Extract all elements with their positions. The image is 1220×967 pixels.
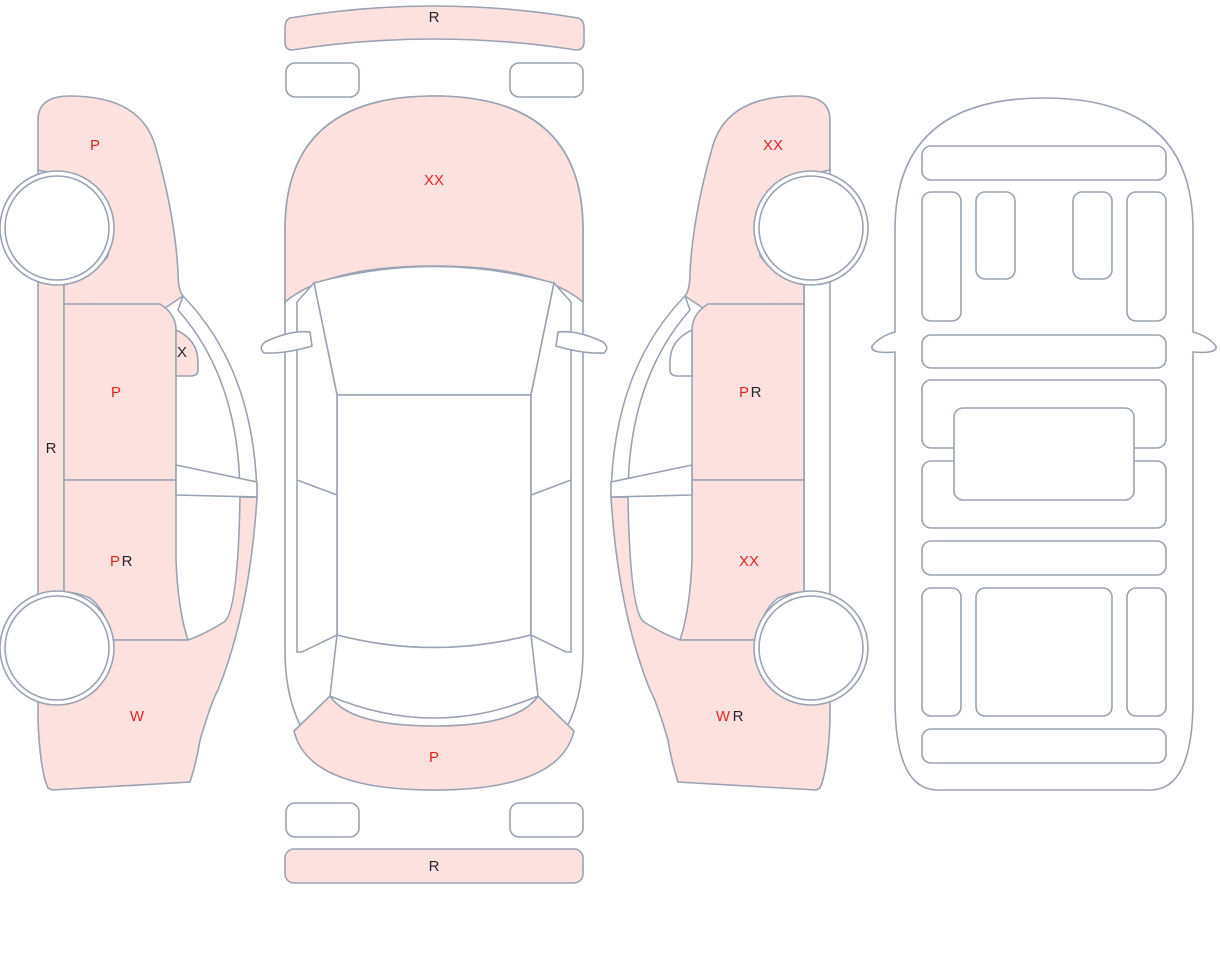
trunk-code: P xyxy=(429,749,439,766)
right-front-door-code-b: R xyxy=(751,384,762,401)
left-front-door-panel[interactable] xyxy=(63,303,177,481)
interior-trunk-floor[interactable] xyxy=(975,587,1113,717)
left-window-frame[interactable] xyxy=(177,294,258,498)
right-front-door-code-a: P xyxy=(739,384,749,401)
interior-rear-crossmember[interactable] xyxy=(921,540,1167,576)
interior-front-right-seat[interactable] xyxy=(1072,191,1113,280)
interior-front-left-seat[interactable] xyxy=(975,191,1016,280)
left-pillar-line xyxy=(296,479,338,496)
front-bumper-panel[interactable] xyxy=(284,5,585,51)
rear-bumper-panel[interactable] xyxy=(284,848,584,884)
top-left-mirror[interactable] xyxy=(260,330,313,354)
left-rear-wheel[interactable] xyxy=(4,595,110,701)
windshield[interactable] xyxy=(313,265,555,396)
interior-view xyxy=(871,97,1217,791)
right-tail-light[interactable] xyxy=(509,802,584,838)
left-headlight[interactable] xyxy=(285,62,360,98)
interior-rear-right-trim[interactable] xyxy=(1126,587,1167,717)
left-mirror-code: X xyxy=(177,344,187,361)
right-quarter-code-a: W xyxy=(716,708,731,725)
interior-front-crossmember[interactable] xyxy=(921,334,1167,369)
roof-panel[interactable] xyxy=(336,394,532,649)
right-pillar-line xyxy=(530,479,572,496)
right-mirror-panel[interactable] xyxy=(669,328,693,377)
interior-dashboard[interactable] xyxy=(921,145,1167,181)
left-window-pillar xyxy=(175,464,258,498)
left-side-window[interactable] xyxy=(296,281,338,653)
right-front-door-panel[interactable] xyxy=(691,303,805,481)
interior-front-left-door-trim[interactable] xyxy=(921,191,962,322)
interior-rear-left-trim[interactable] xyxy=(921,587,962,717)
right-quarter-code-b: R xyxy=(733,708,744,725)
right-side-view: XX P R XX W R xyxy=(610,95,869,791)
left-front-wheel[interactable] xyxy=(4,175,110,281)
interior-front-right-door-trim[interactable] xyxy=(1126,191,1167,322)
right-window-pillar xyxy=(610,464,693,498)
top-right-mirror[interactable] xyxy=(555,330,608,354)
right-rear-wheel[interactable] xyxy=(758,595,864,701)
rear-bumper-code: R xyxy=(429,858,440,875)
hood-code: XX xyxy=(424,172,444,189)
rear-window[interactable] xyxy=(329,633,539,719)
left-quarter-code: W xyxy=(130,708,145,725)
left-rocker-code: R xyxy=(46,440,57,457)
interior-center-console[interactable] xyxy=(953,407,1135,501)
right-side-window[interactable] xyxy=(530,281,572,653)
right-front-wheel[interactable] xyxy=(758,175,864,281)
right-window-frame[interactable] xyxy=(610,294,691,498)
interior-rear-panel[interactable] xyxy=(921,728,1167,764)
right-headlight[interactable] xyxy=(509,62,584,98)
left-mirror-panel[interactable] xyxy=(175,328,199,377)
left-front-door-code: P xyxy=(111,384,121,401)
top-view: R XX P R xyxy=(260,5,608,884)
hood-panel[interactable] xyxy=(284,95,584,304)
right-front-fender-code: XX xyxy=(763,137,783,154)
left-rear-door-code-a: P xyxy=(110,553,120,570)
left-tail-light[interactable] xyxy=(285,802,360,838)
front-bumper-code: R xyxy=(429,9,440,26)
left-front-fender-code: P xyxy=(90,137,100,154)
right-rear-door-code: XX xyxy=(739,553,759,570)
trunk-panel[interactable] xyxy=(293,694,575,791)
left-side-view: P P X R P R W xyxy=(0,95,258,791)
left-rear-door-code-b: R xyxy=(122,553,133,570)
